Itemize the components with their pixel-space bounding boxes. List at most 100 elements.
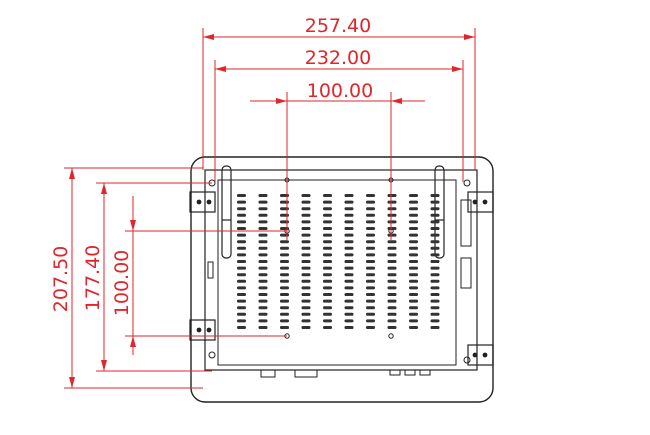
vent-slot	[237, 273, 246, 277]
vent-slot	[237, 246, 246, 250]
vent-slot	[344, 194, 354, 197]
vent-slot	[366, 319, 375, 323]
vent-slot	[344, 240, 354, 244]
vent-slot	[344, 260, 354, 263]
vent-slot	[301, 299, 311, 303]
vent-slot	[366, 273, 375, 277]
vent-slot	[409, 260, 418, 263]
vent-slot	[409, 293, 418, 296]
vent-slot	[409, 306, 418, 310]
vent-slot	[430, 312, 440, 316]
vent-slot	[409, 266, 418, 270]
vent-slot	[323, 326, 332, 329]
vent-slot	[387, 279, 397, 283]
vent-slot	[344, 207, 354, 211]
vent-slot	[258, 213, 268, 217]
vent-slot	[323, 312, 332, 316]
vent-slot	[366, 326, 375, 329]
vent-slot	[366, 207, 375, 211]
vent-slot	[237, 213, 246, 217]
vent-slot	[280, 312, 289, 316]
vent-slot	[344, 253, 354, 257]
vent-slot	[301, 253, 311, 257]
rear-panel	[217, 179, 457, 366]
vent-slot	[301, 279, 311, 283]
vent-slot	[301, 240, 311, 244]
vent-slot	[387, 293, 397, 296]
dim-overall-height: 207.50	[50, 246, 72, 312]
bracket-top-left	[189, 191, 216, 213]
vent-slot	[280, 213, 289, 217]
vent-slot	[387, 200, 397, 204]
side-connectors	[207, 199, 472, 289]
vent-slot	[387, 326, 397, 329]
vent-slot	[323, 266, 332, 270]
ventilation-slots	[237, 194, 440, 329]
vent-slot	[430, 306, 440, 310]
vent-slot	[323, 260, 332, 263]
vent-slot	[301, 200, 311, 204]
vent-slot	[387, 273, 397, 277]
vent-slot	[430, 293, 440, 296]
vent-slot	[409, 194, 418, 197]
chassis-screws	[208, 177, 471, 364]
vent-slot	[301, 306, 311, 310]
vent-slot	[280, 194, 289, 197]
vent-slot	[301, 220, 311, 224]
vent-slot	[387, 312, 397, 316]
vent-slot	[430, 213, 440, 217]
vent-slot	[258, 246, 268, 250]
vent-slot	[258, 200, 268, 204]
vent-slot	[430, 286, 440, 290]
vent-slot	[409, 319, 418, 323]
vent-slot	[258, 279, 268, 283]
vent-slot	[237, 194, 246, 197]
vent-slot	[344, 227, 354, 230]
vent-slot	[301, 286, 311, 290]
vent-slot	[387, 240, 397, 244]
vent-slot	[323, 279, 332, 283]
vent-slot	[366, 260, 375, 263]
vent-slot	[323, 273, 332, 277]
vent-slot	[280, 266, 289, 270]
vent-slot	[366, 246, 375, 250]
vent-slot	[430, 326, 440, 329]
vent-slot	[280, 299, 289, 303]
antennas	[221, 165, 445, 259]
vent-slot	[409, 227, 418, 230]
vent-slot	[237, 266, 246, 270]
vent-slot	[237, 299, 246, 303]
vent-slot	[280, 279, 289, 283]
vent-slot	[280, 293, 289, 296]
vent-slot	[258, 286, 268, 290]
vent-slot	[237, 220, 246, 224]
vent-slot	[344, 293, 354, 296]
vent-slot	[323, 319, 332, 323]
device-body	[190, 156, 494, 403]
vent-slot	[366, 266, 375, 270]
vent-slot	[387, 246, 397, 250]
vent-slot	[387, 286, 397, 290]
vent-slot	[430, 253, 440, 257]
vent-slot	[344, 326, 354, 329]
vent-slot	[366, 233, 375, 237]
vent-slot	[366, 253, 375, 257]
vent-slot	[366, 227, 375, 230]
vent-slot	[323, 207, 332, 211]
vent-slot	[344, 306, 354, 310]
dim-vesa-width: 100.00	[307, 80, 373, 102]
vent-slot	[280, 286, 289, 290]
vent-slot	[430, 266, 440, 270]
vent-slot	[409, 326, 418, 329]
vent-slot	[409, 240, 418, 244]
vent-slot	[344, 213, 354, 217]
vent-slot	[409, 213, 418, 217]
vent-slot	[280, 220, 289, 224]
vent-slot	[258, 273, 268, 277]
vent-slot	[280, 326, 289, 329]
vent-slot	[387, 207, 397, 211]
vent-slot	[280, 306, 289, 310]
bracket-bottom-right	[467, 344, 494, 366]
vent-slot	[387, 299, 397, 303]
